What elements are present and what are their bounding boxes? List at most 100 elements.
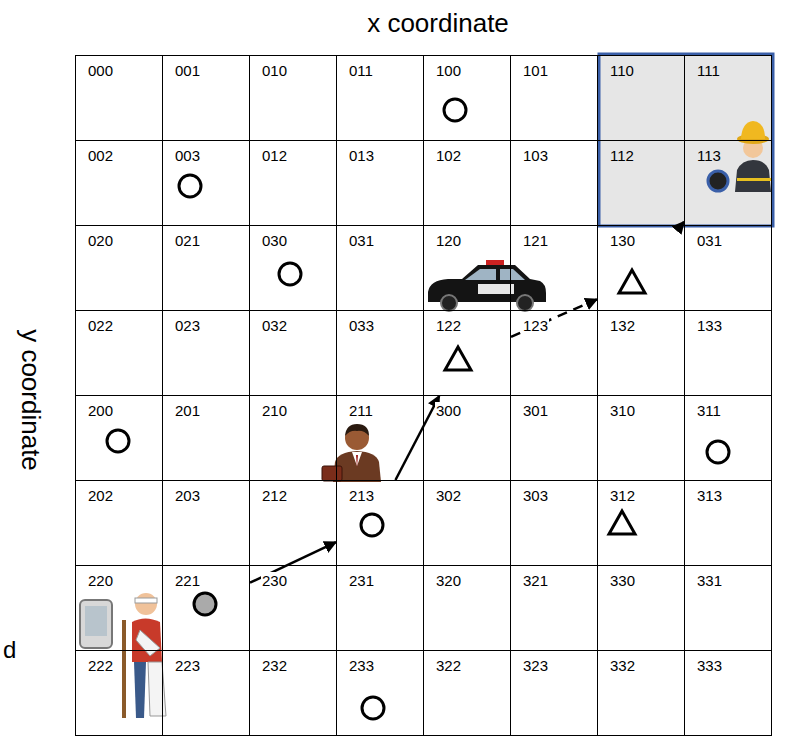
target-circle <box>708 171 728 191</box>
grid-cell: 200 <box>75 395 163 481</box>
cell-code: 201 <box>174 402 201 419</box>
grid-cell: 100 <box>423 55 511 141</box>
cell-code: 030 <box>261 232 288 249</box>
cell-code: 330 <box>609 572 636 589</box>
grid-cell: 020 <box>75 225 163 311</box>
grid-cell: 322 <box>423 650 511 736</box>
cell-code: 033 <box>348 317 375 334</box>
businessman-icon <box>322 424 381 482</box>
grid-cell: 220 <box>75 565 163 651</box>
grid-cell: 013 <box>336 140 424 226</box>
grid-cell: 210 <box>249 395 337 481</box>
cell-code: 220 <box>87 572 114 589</box>
cell-code: 112 <box>609 147 635 164</box>
grid-cell: 212 <box>249 480 337 566</box>
cell-code: 230 <box>261 572 288 589</box>
grid-cell: 230 <box>249 565 337 651</box>
grid-cell: 002 <box>75 140 163 226</box>
cell-code: 332 <box>609 657 636 674</box>
grid-cell: 321 <box>510 565 598 651</box>
grid-cell: 232 <box>249 650 337 736</box>
grid-cell: 123 <box>510 310 598 396</box>
cell-code: 312 <box>609 487 636 504</box>
cell-code: 031 <box>696 232 723 249</box>
cell-code: 000 <box>87 62 114 79</box>
grid-cell: 032 <box>249 310 337 396</box>
cell-code: 300 <box>435 402 462 419</box>
grid-cell: 033 <box>336 310 424 396</box>
cell-code: 111 <box>696 62 721 79</box>
cell-code: 223 <box>174 657 201 674</box>
cell-code: 130 <box>609 232 636 249</box>
cell-code: 303 <box>522 487 549 504</box>
grid-cell: 003 <box>162 140 250 226</box>
cell-code: 133 <box>696 317 723 334</box>
grid-cell: 010 <box>249 55 337 141</box>
cell-code: 310 <box>609 402 636 419</box>
cell-code: 003 <box>174 147 201 164</box>
relay-triangle <box>445 347 471 370</box>
cell-code: 100 <box>435 62 462 79</box>
grid-cell: 102 <box>423 140 511 226</box>
cell-code: 013 <box>348 147 375 164</box>
grid-cell: 113 <box>684 140 772 226</box>
grid-cell: 112 <box>597 140 685 226</box>
node-circle <box>279 263 301 285</box>
cell-code: 323 <box>522 657 549 674</box>
cell-code: 031 <box>348 232 375 249</box>
cell-code: 301 <box>522 402 549 419</box>
axis-title: y coordinate <box>15 329 46 471</box>
node-circle <box>361 514 383 536</box>
grid-cell: 332 <box>597 650 685 736</box>
cell-code: 010 <box>261 62 288 79</box>
grid-cell: 301 <box>510 395 598 481</box>
relay-triangle <box>609 511 635 534</box>
cell-code: 123 <box>522 317 549 334</box>
phone-icon <box>80 600 112 648</box>
grid-cell: 333 <box>684 650 772 736</box>
cell-code: 101 <box>522 62 549 79</box>
cell-code: 221 <box>174 572 201 589</box>
grid-cell: 223 <box>162 650 250 736</box>
node-circle <box>107 430 129 452</box>
cell-code: 213 <box>348 487 375 504</box>
cell-code: 203 <box>174 487 201 504</box>
cell-code: 103 <box>522 147 549 164</box>
grid-cell: 012 <box>249 140 337 226</box>
grid-cell: 211 <box>336 395 424 481</box>
cell-code: 302 <box>435 487 462 504</box>
grid-cell: 302 <box>423 480 511 566</box>
stray-letter: d <box>3 636 16 664</box>
cell-code: 132 <box>609 317 636 334</box>
cell-code: 210 <box>261 402 288 419</box>
grid-cell: 130 <box>597 225 685 311</box>
cell-code: 322 <box>435 657 462 674</box>
cell-code: 212 <box>261 487 288 504</box>
grid-cell: 103 <box>510 140 598 226</box>
grid-cell: 300 <box>423 395 511 481</box>
cell-code: 002 <box>87 147 114 164</box>
node-circle <box>179 175 201 197</box>
cell-code: 011 <box>348 62 374 79</box>
node-circle <box>444 99 466 121</box>
grid-cell: 312 <box>597 480 685 566</box>
cell-code: 202 <box>87 487 114 504</box>
cell-code: 122 <box>435 317 462 334</box>
grid-cell: 313 <box>684 480 772 566</box>
grid-cell: 231 <box>336 565 424 651</box>
grid-cell: 222 <box>75 650 163 736</box>
grid-cell: 311 <box>684 395 772 481</box>
cell-code: 012 <box>261 147 288 164</box>
grid-cell: 132 <box>597 310 685 396</box>
grid-cell: 331 <box>684 565 772 651</box>
police-car <box>428 260 546 311</box>
grid-cell: 133 <box>684 310 772 396</box>
grid-cell: 303 <box>510 480 598 566</box>
cell-code: 313 <box>696 487 723 504</box>
cell-code: 022 <box>87 317 114 334</box>
cell-code: 020 <box>87 232 114 249</box>
grid-cell: 120 <box>423 225 511 311</box>
cell-code: 222 <box>87 657 114 674</box>
cell-code: 113 <box>696 147 722 164</box>
grid-cell: 001 <box>162 55 250 141</box>
